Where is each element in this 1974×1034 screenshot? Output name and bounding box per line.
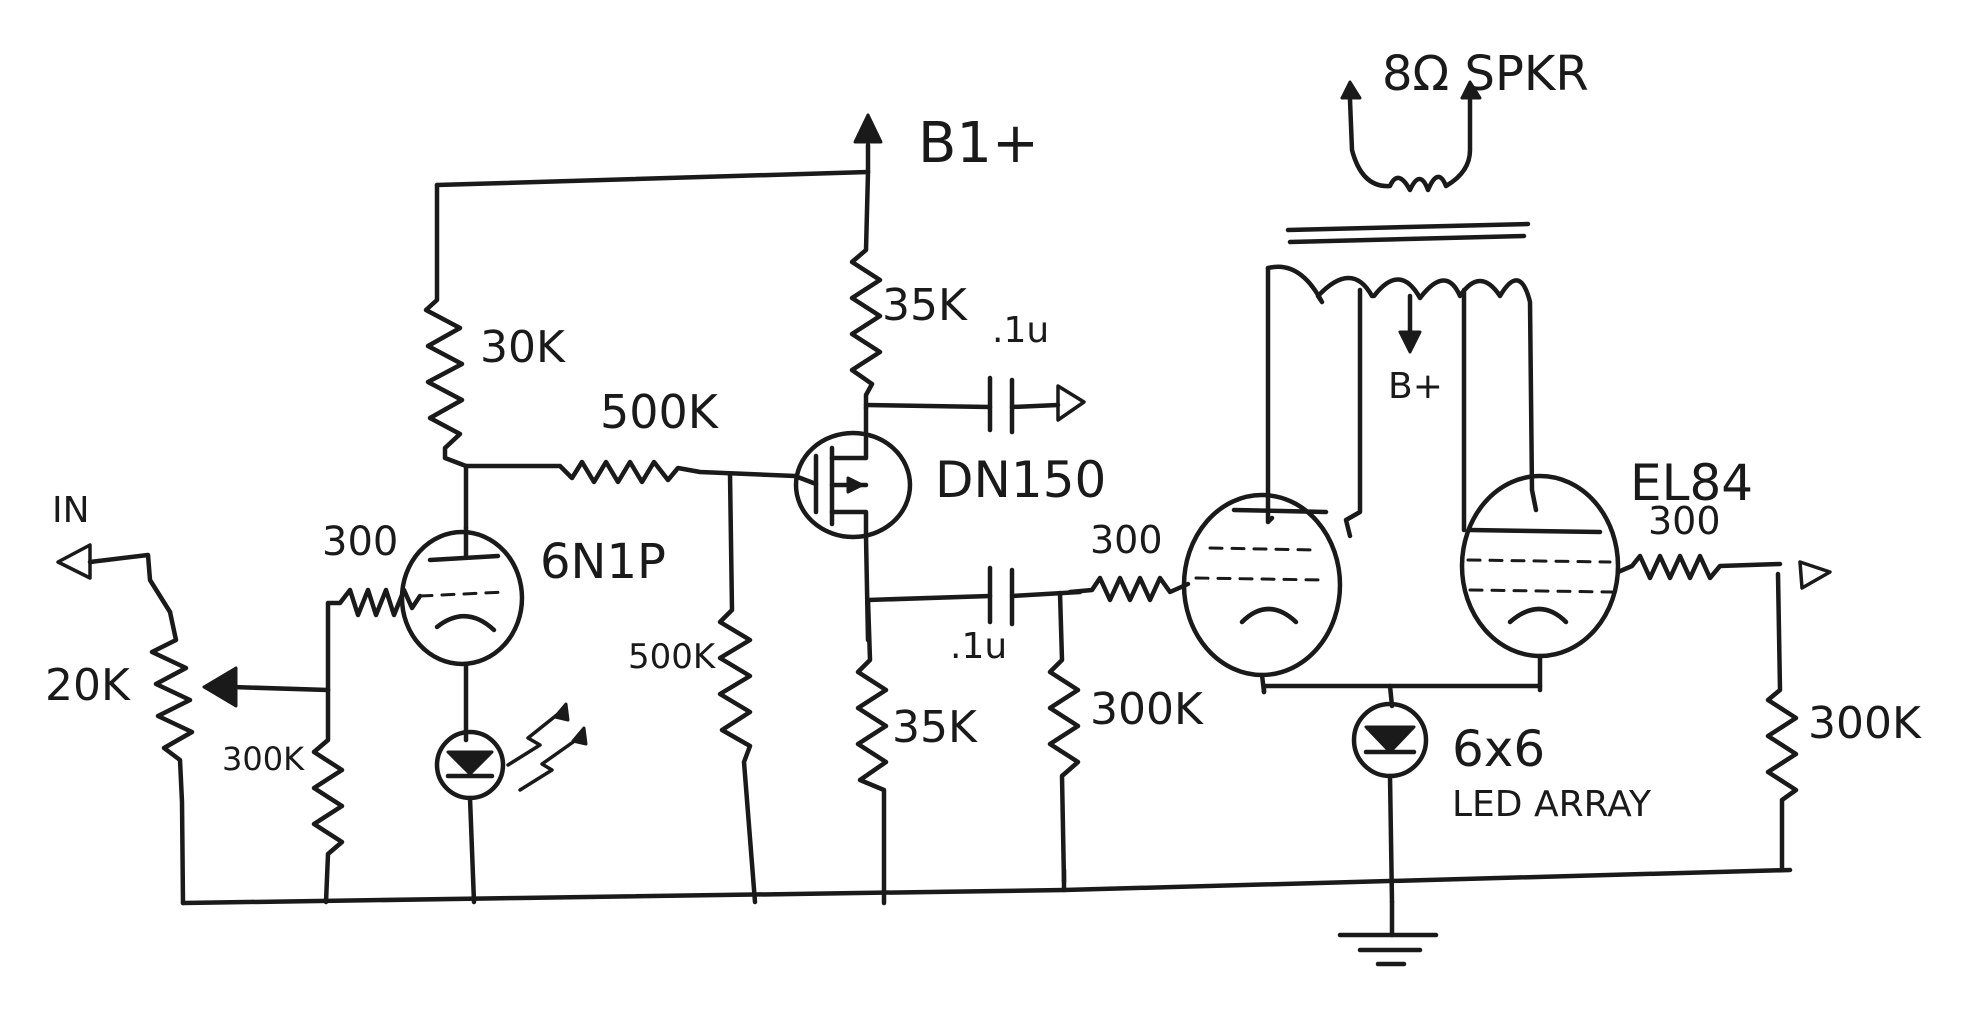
power-tube-label: EL84 (1630, 454, 1753, 512)
drain-resistor-label: 35K (882, 280, 968, 331)
source-resistor-35k (855, 597, 889, 906)
bypass-cap-label: .1u (992, 310, 1049, 351)
grid-leak-resistor-2 (1047, 590, 1081, 885)
grid-leak-resistor-1 (311, 687, 345, 905)
led-array-label-1: 6x6 (1452, 720, 1545, 778)
plate-resistor-30k-label: 30K (480, 322, 566, 373)
grid-stopper-resistor-1 (325, 587, 423, 693)
drain-resistor-35k (849, 169, 883, 411)
mosfet-dn150 (792, 405, 913, 643)
source-resistor-label: 35K (892, 702, 978, 753)
bypass-capacitor (863, 375, 1086, 435)
cathode-bus (1261, 683, 1543, 709)
gate-resistor-label: 500K (628, 637, 717, 677)
gate-resistor-500k (717, 471, 758, 905)
grid-stopper-1-label: 300 (322, 519, 398, 565)
plate-resistor-30k (423, 182, 469, 531)
power-tube-right (1459, 473, 1621, 693)
grid-stopper-2-label: 300 (1090, 518, 1163, 562)
grid-stopper-3-label: 300 (1648, 499, 1721, 543)
potentiometer-wiper-arrow (202, 666, 331, 708)
ground-bus (180, 867, 1793, 906)
coupling-cap-label: .1u (950, 626, 1007, 667)
input-terminal (56, 543, 173, 615)
led-light-arrows (506, 702, 588, 792)
speaker-label: 8Ω SPKR (1382, 46, 1589, 102)
b1-supply-label: B1+ (918, 111, 1039, 176)
grid-leak-3-label: 300K (1808, 698, 1922, 749)
potentiometer-20k (149, 609, 195, 906)
grid-stopper-resistor-2 (1067, 575, 1191, 603)
power-tube-left (1181, 492, 1343, 695)
series-resistor-label: 500K (600, 385, 720, 439)
led-array-label-2: LED ARRAY (1452, 784, 1652, 825)
cathode-led (434, 729, 506, 905)
b1-supply-rail (434, 113, 883, 188)
series-resistor-500k (463, 459, 798, 485)
output-transformer (1265, 80, 1539, 539)
preamp-tube-label: 6N1P (540, 534, 666, 590)
coupling-capacitor (865, 565, 1083, 627)
preamp-tube-6n1p (399, 525, 525, 743)
input-label: IN (52, 490, 90, 531)
led-array (1351, 701, 1429, 905)
mosfet-label: DN150 (935, 451, 1106, 509)
pot-label: 20K (45, 660, 131, 711)
ground-symbol (1337, 899, 1439, 967)
grid-leak-resistor-3 (1765, 571, 1799, 873)
grid-leak-2-label: 300K (1090, 684, 1204, 735)
grid-leak-1-label: 300K (222, 740, 305, 778)
bplus-label: B+ (1388, 366, 1443, 407)
grid-stopper-resistor-3 (1615, 553, 1832, 590)
